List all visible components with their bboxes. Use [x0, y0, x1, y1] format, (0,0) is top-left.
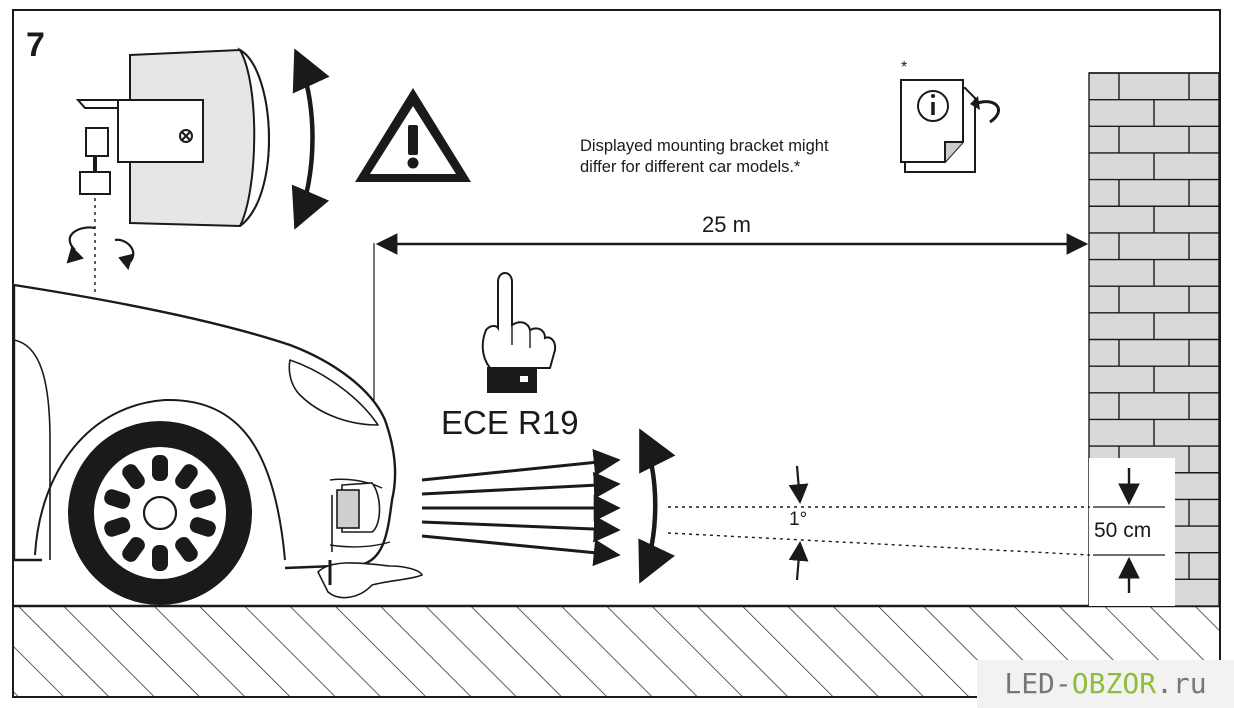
watermark-prefix: LED- [1004, 667, 1072, 700]
mounting-note-line2: differ for different car models.* [580, 158, 801, 176]
watermark-accent: OBZOR [1071, 667, 1157, 700]
wheel-spoke [152, 455, 168, 481]
fog-lamp-detail [66, 47, 270, 292]
beam-adjust-arrow [638, 428, 676, 584]
wheel-spoke [104, 489, 131, 509]
watermark[interactable]: LED-OBZOR.ru [977, 660, 1234, 708]
angle-arrows [788, 465, 809, 581]
wheel-spoke [189, 489, 216, 509]
height-label: 50 cm [1094, 519, 1152, 543]
distance-label: 25 m [702, 212, 751, 237]
height-marker [1093, 468, 1165, 593]
wheel-spoke [152, 545, 168, 571]
car [12, 283, 397, 570]
angle-label: 1° [789, 509, 808, 530]
pointing-hand-icon [481, 272, 557, 393]
light-beams [421, 449, 621, 567]
wheel [68, 421, 252, 605]
rotate-icon [970, 96, 1000, 124]
step-number: 7 [26, 26, 45, 64]
wheel-spoke [175, 536, 198, 562]
mounting-note-line1: Displayed mounting bracket might [580, 137, 829, 155]
mounted-fog-lamp [317, 482, 424, 599]
lamp-tilt-arrow [291, 48, 330, 230]
wheel-spoke [122, 464, 145, 490]
wheel-spoke [104, 517, 131, 537]
mounting-note: Displayed mounting bracket might differ … [580, 136, 829, 178]
watermark-suffix: .ru [1156, 667, 1207, 700]
info-document-icon [900, 79, 976, 173]
wheel-spoke [189, 517, 216, 537]
standard-label: ECE R19 [441, 404, 579, 441]
wheel-spoke [175, 464, 198, 490]
wheel-spoke [122, 536, 145, 562]
note-asterisk: * [901, 59, 908, 76]
aim-lines [667, 506, 1091, 556]
warning-triangle-icon [355, 88, 471, 182]
